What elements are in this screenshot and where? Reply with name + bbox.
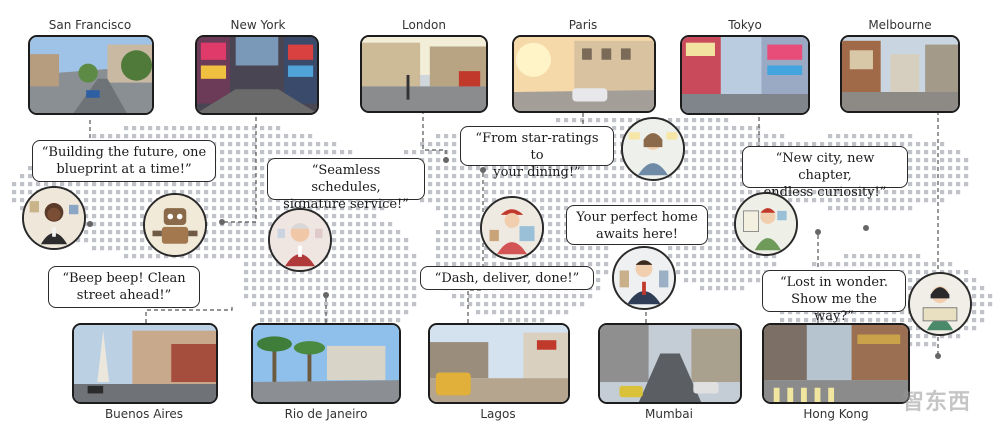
speech-bubble-concierge: “Seamless schedules, signature service!” bbox=[267, 158, 425, 212]
city-label-buenos-aires: Buenos Aires bbox=[104, 407, 184, 421]
critic-avatar-icon bbox=[621, 117, 685, 181]
courier-avatar-icon bbox=[480, 196, 544, 260]
city-label-san-francisco: San Francisco bbox=[48, 18, 132, 32]
photo-melbourne bbox=[840, 35, 960, 113]
watermark-logo: 智东西 bbox=[902, 390, 972, 415]
speech-bubble-critic: “From star-ratings to your dining!” bbox=[460, 126, 614, 180]
architect-avatar-icon bbox=[22, 186, 86, 250]
realtor-avatar-icon bbox=[612, 246, 676, 310]
city-label-hong-kong: Hong Kong bbox=[803, 407, 869, 421]
traveler-avatar-icon bbox=[734, 192, 798, 256]
tourist-avatar-icon bbox=[908, 272, 972, 336]
photo-london bbox=[360, 35, 488, 113]
photo-rio-de-janeiro bbox=[251, 323, 401, 404]
photo-lagos bbox=[428, 323, 570, 404]
speech-bubble-architect: “Building the future, one blueprint at a… bbox=[32, 140, 216, 182]
city-label-rio-de-janeiro: Rio de Janeiro bbox=[284, 407, 368, 421]
city-label-mumbai: Mumbai bbox=[645, 407, 693, 421]
photo-san-francisco bbox=[28, 35, 154, 115]
speech-bubble-courier: “Dash, deliver, done!” bbox=[420, 266, 594, 290]
photo-paris bbox=[512, 35, 656, 113]
city-label-london: London bbox=[402, 18, 446, 32]
city-label-lagos: Lagos bbox=[480, 407, 516, 421]
photo-hong-kong bbox=[762, 323, 910, 404]
city-label-tokyo: Tokyo bbox=[728, 18, 762, 32]
photo-tokyo bbox=[680, 35, 810, 115]
city-label-paris: Paris bbox=[568, 18, 598, 32]
speech-bubble-robot: “Beep beep! Clean street ahead!” bbox=[48, 266, 200, 308]
city-label-new-york: New York bbox=[230, 18, 286, 32]
speech-bubble-tourist: “Lost in wonder. Show me the way?” bbox=[762, 270, 906, 324]
city-label-melbourne: Melbourne bbox=[868, 18, 932, 32]
photo-buenos-aires bbox=[72, 323, 218, 404]
speech-bubble-realtor: Your perfect home awaits here! bbox=[566, 205, 708, 245]
speech-bubble-traveler: “New city, new chapter, endless curiosit… bbox=[742, 146, 908, 200]
photo-mumbai bbox=[598, 323, 742, 404]
concierge-avatar-icon bbox=[268, 208, 332, 272]
robot-avatar-icon bbox=[143, 193, 207, 257]
photo-new-york bbox=[195, 35, 319, 115]
